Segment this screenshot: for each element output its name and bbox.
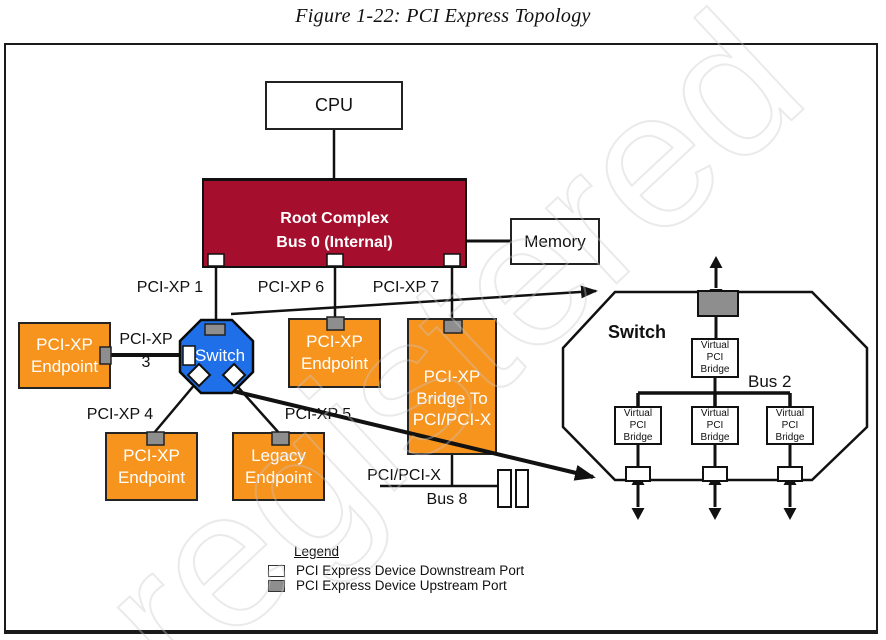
link-pcixp4: [153, 382, 197, 434]
legend-downstream-label: PCI Express Device Downstream Port: [296, 563, 525, 578]
virtual-bridge-left-line2: PCI: [629, 419, 647, 431]
label-pci-xp-6: PCI-XP 6: [257, 279, 325, 296]
label-pci-xp-1: PCI-XP 1: [136, 279, 204, 296]
label-pci-xp-3-num: 3: [141, 354, 151, 371]
memory-box: Memory: [510, 218, 600, 265]
legend-title: Legend: [294, 544, 340, 559]
legend-upstream-label: PCI Express Device Upstream Port: [296, 578, 507, 593]
cpu-label: CPU: [314, 95, 353, 115]
endpoint-legacy-upstream-port: [271, 431, 290, 446]
label-bus-8: Bus 8: [426, 491, 468, 508]
virtual-bridge-top-line2: PCI: [706, 352, 724, 363]
label-pci-pcix: PCI/PCI-X: [367, 467, 441, 484]
bridge-upstream-port: [443, 319, 463, 334]
root-downstream-port-2: [326, 253, 344, 267]
root-complex-box: Root Complex Bus 0 (Internal): [202, 178, 467, 268]
switch-large-internals: [636, 268, 792, 507]
virtual-bridge-left: Virtual PCI Bridge: [614, 406, 662, 445]
virtual-bridge-mid-line1: Virtual: [700, 407, 730, 419]
root-downstream-port-3: [443, 253, 461, 267]
endpoint-4-line2: Endpoint: [117, 467, 186, 487]
pci-slot-1: [497, 469, 512, 508]
endpoint-left-upstream-port: [99, 346, 112, 365]
endpoint-left-line2: Endpoint: [30, 356, 99, 376]
virtual-bridge-right-line3: Bridge: [775, 431, 805, 443]
endpoint-left-box: PCI-XP Endpoint: [18, 322, 111, 389]
label-bus-2: Bus 2: [748, 372, 792, 391]
virtual-bridge-left-line3: Bridge: [623, 431, 653, 443]
virtual-bridge-top: Virtual PCI Bridge: [691, 338, 739, 378]
label-pci-xp-5: PCI-XP 5: [284, 406, 352, 423]
switch-large-downstream-port-mid: [702, 466, 728, 482]
memory-label: Memory: [524, 231, 586, 251]
label-pci-xp-7: PCI-XP 7: [372, 279, 440, 296]
switch-large-label: Switch: [608, 322, 667, 342]
root-complex-line2: Bus 0 (Internal): [276, 233, 393, 251]
cpu-box: CPU: [265, 81, 403, 130]
endpoint-6-upstream-port: [326, 316, 345, 331]
endpoint-4-upstream-port: [146, 431, 165, 446]
pci-slot-2: [515, 469, 529, 508]
label-pci-xp-3-word: PCI-XP: [119, 331, 173, 348]
legend-row-upstream: PCI Express Device Upstream Port: [268, 578, 507, 593]
endpoint-legacy-line2: Endpoint: [244, 467, 313, 487]
endpoint-4-line1: PCI-XP: [123, 445, 180, 465]
virtual-bridge-mid-line2: PCI: [706, 419, 724, 431]
switch-small-left-port: [182, 345, 196, 366]
virtual-bridge-right: Virtual PCI Bridge: [766, 406, 814, 445]
switch-large-upstream-port: [697, 290, 739, 317]
zoom-arrow-top: [230, 285, 598, 316]
virtual-bridge-mid-line3: Bridge: [700, 431, 730, 443]
bridge-line1: PCI-XP: [423, 366, 481, 386]
legend-row-downstream: PCI Express Device Downstream Port: [268, 563, 524, 578]
endpoint-6-line2: Endpoint: [300, 354, 369, 373]
endpoint-4-box: PCI-XP Endpoint: [105, 432, 198, 501]
virtual-bridge-left-line1: Virtual: [623, 407, 653, 419]
virtual-bridge-top-line1: Virtual: [700, 340, 730, 351]
upstream-port-swatch: [268, 579, 285, 592]
virtual-bridge-right-line2: PCI: [781, 419, 799, 431]
root-complex-line1: Root Complex: [280, 210, 389, 228]
switch-large-downstream-port-right: [777, 466, 803, 482]
bridge-box: PCI-XP Bridge To PCI/PCI-X: [407, 318, 497, 455]
bridge-line3: PCI/PCI-X: [412, 410, 492, 430]
bridge-line2: Bridge To: [416, 388, 488, 408]
switch-small-upstream-port: [204, 323, 226, 336]
switch-small-downstream-diamond-right: [221, 362, 247, 388]
switch-large-downstream-port-left: [625, 466, 651, 482]
endpoint-legacy-line1: Legacy: [251, 445, 306, 465]
switch-small-label: Switch: [194, 346, 246, 365]
endpoint-left-line1: PCI-XP: [36, 334, 93, 354]
figure-title: Figure 1-22: PCI Express Topology: [295, 5, 591, 27]
virtual-bridge-mid: Virtual PCI Bridge: [691, 406, 739, 445]
virtual-bridge-top-line3: Bridge: [700, 364, 730, 375]
root-downstream-port-1: [207, 253, 225, 267]
downstream-port-swatch: [268, 564, 285, 577]
label-pci-xp-4: PCI-XP 4: [86, 406, 154, 423]
virtual-bridge-right-line1: Virtual: [775, 407, 805, 419]
switch-small-downstream-diamond-left: [186, 362, 212, 388]
zoom-arrow-bottom: [228, 388, 596, 481]
endpoint-6-line1: PCI-XP: [306, 332, 363, 352]
